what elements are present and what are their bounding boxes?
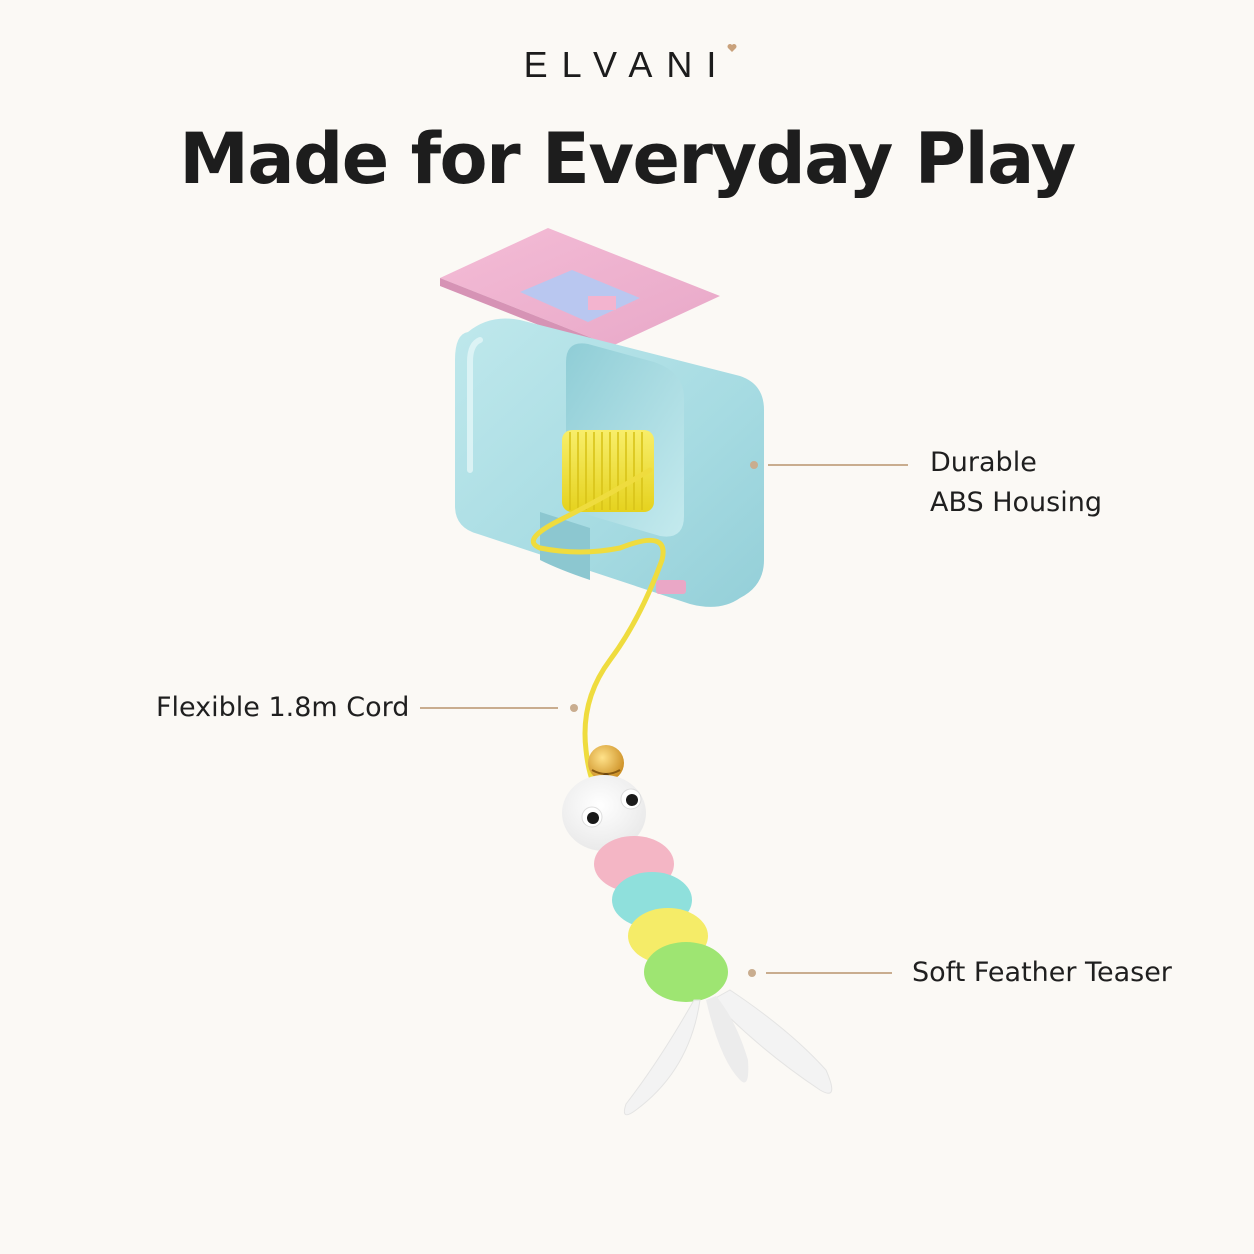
brand-name: ELVANI: [523, 44, 731, 85]
callout-cord: Flexible 1.8m Cord: [156, 688, 409, 728]
brand-logo: ELVANI: [0, 44, 1254, 86]
callout-teaser-label: Soft Feather Teaser: [912, 957, 1172, 988]
brand-heart-icon: [727, 38, 737, 52]
cord: [530, 467, 666, 788]
callout-housing: Durable ABS Housing: [930, 443, 1102, 523]
callout-housing-line1: Durable: [930, 447, 1037, 478]
callout-teaser: Soft Feather Teaser: [912, 953, 1172, 993]
callout-cord-label: Flexible 1.8m Cord: [156, 692, 410, 723]
callout-leader-housing: [750, 461, 908, 469]
spring-coil: [562, 430, 654, 512]
feather-tail: [623, 989, 833, 1116]
bell-icon: [588, 745, 624, 781]
callout-leader-cord: [420, 704, 578, 712]
caterpillar-teaser: [562, 775, 728, 1002]
callout-housing-line2: ABS Housing: [930, 487, 1102, 518]
page-title: Made for Everyday Play: [179, 118, 1076, 200]
callout-leader-teaser: [748, 969, 892, 977]
